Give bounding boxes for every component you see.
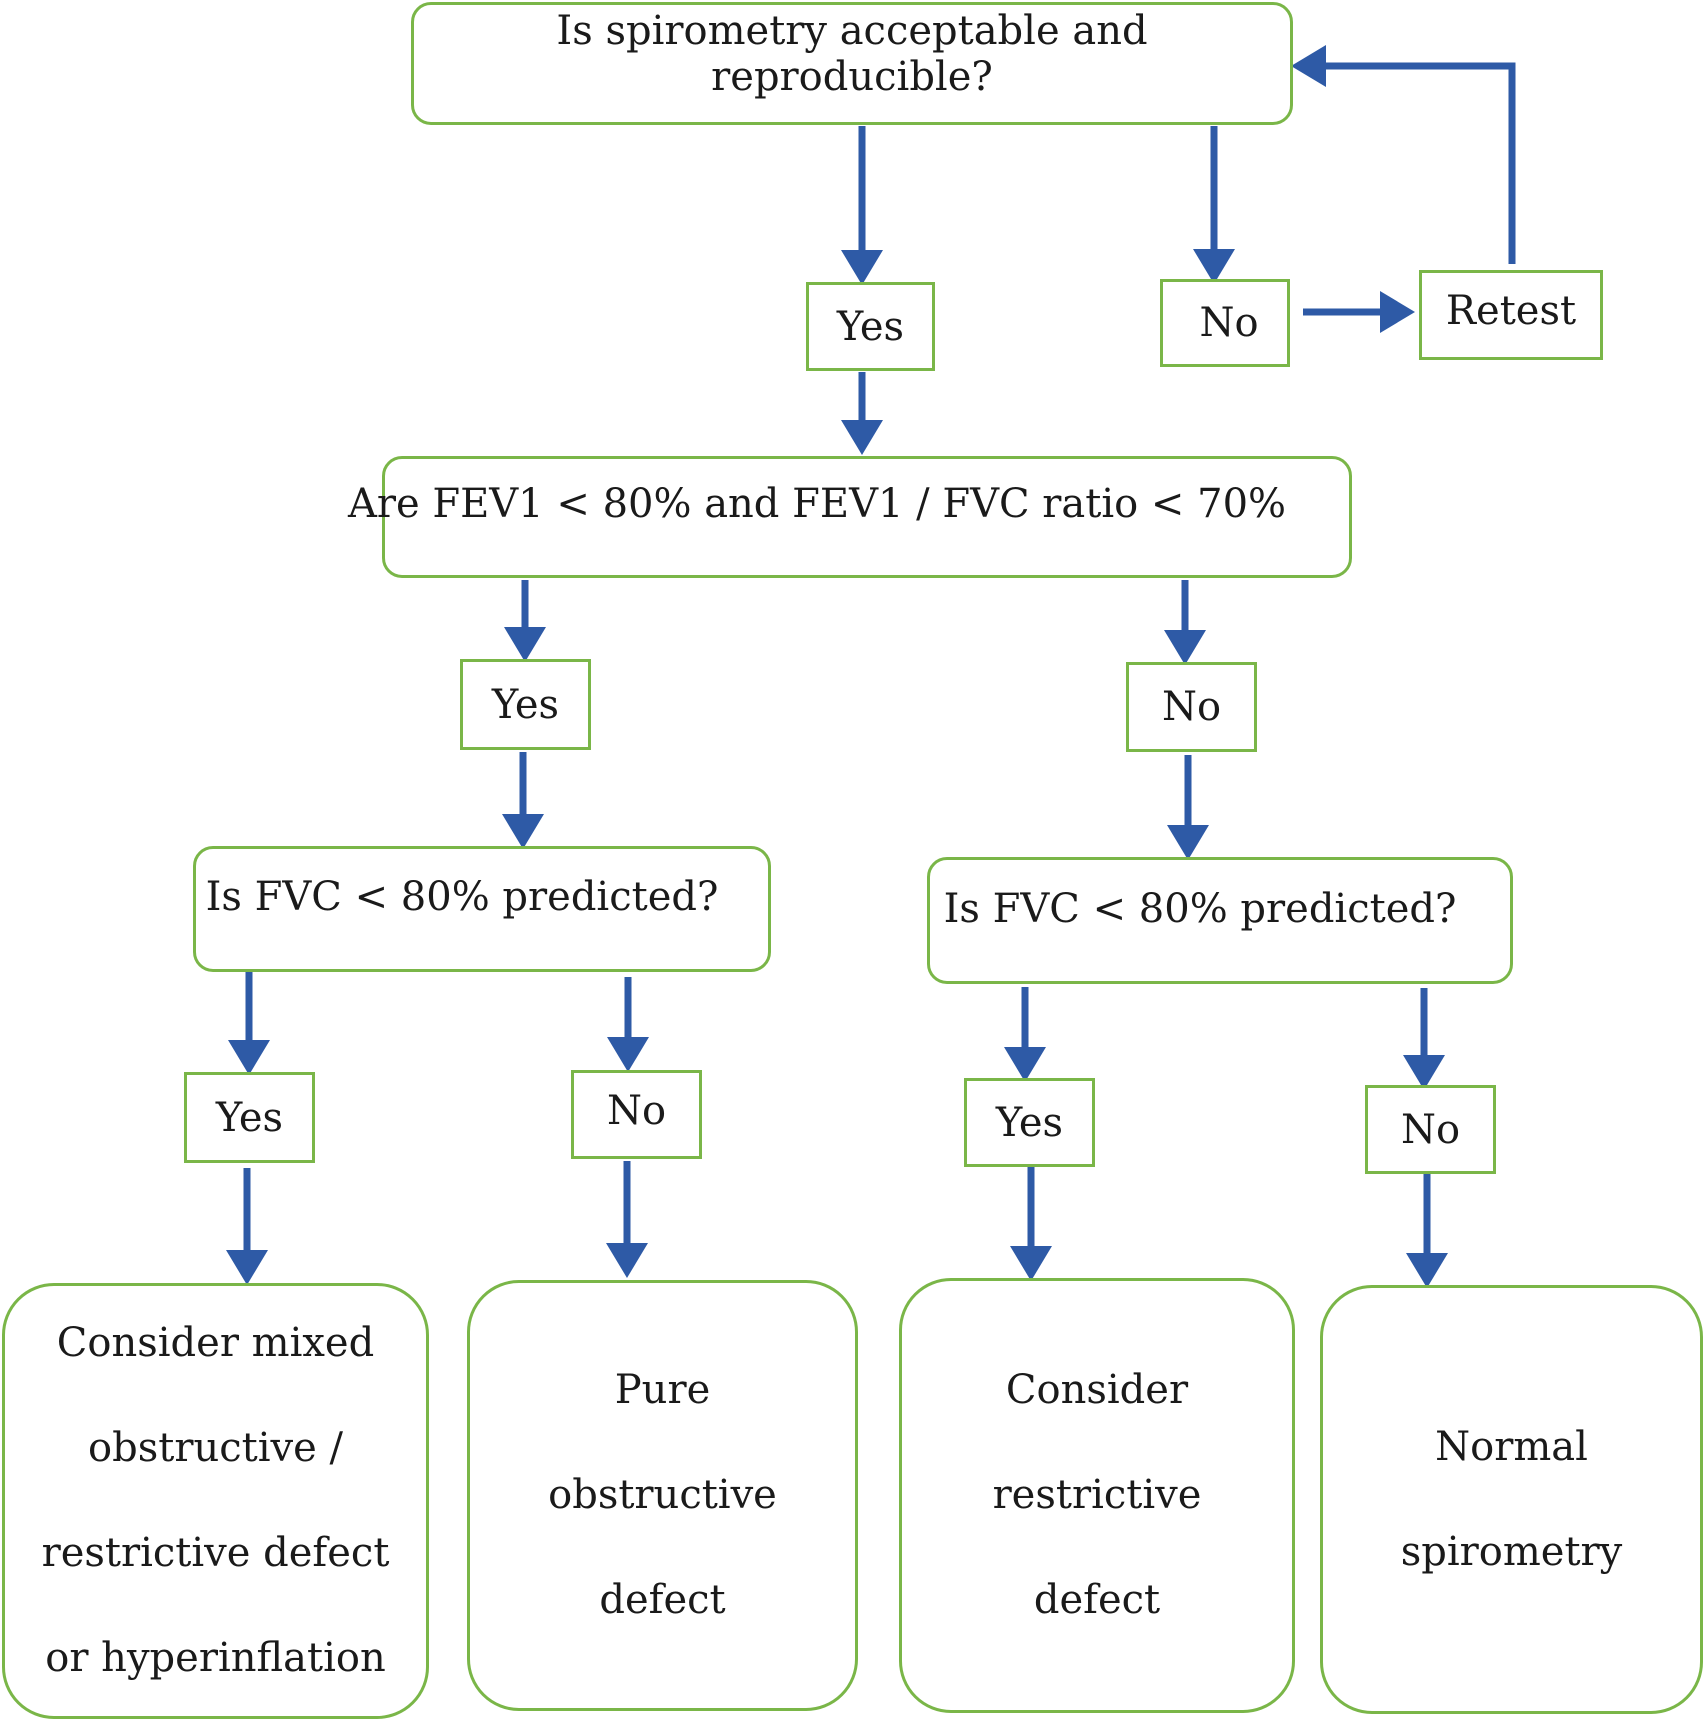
outcome-pure-line-2: obstructive (548, 1472, 777, 1518)
question-spirometry-acceptable-text: Is spirometry acceptable and reproducibl… (556, 7, 1148, 100)
label-q3l-no-text: No (606, 1087, 667, 1134)
question-fev1-ratio: Are FEV1 < 80% and FEV1 / FVC ratio < 70… (348, 456, 1352, 578)
label-q1-no-text: No (1199, 300, 1259, 346)
outcome-restrictive-line-3: defect (1033, 1577, 1161, 1623)
arrow-retest-to-q1 (1291, 45, 1516, 264)
label-q1-yes: Yes (806, 282, 935, 371)
label-q3l-yes: Yes (184, 1072, 315, 1163)
outcome-restrictive-line-2: restrictive (992, 1472, 1202, 1518)
label-q1-no: No (1160, 279, 1290, 367)
outcome-normal-line-1: Normal (1435, 1423, 1588, 1470)
outcome-normal-line-2: spirometry (1400, 1528, 1623, 1575)
question-spirometry-acceptable: Is spirometry acceptable and reproducibl… (411, 2, 1293, 125)
label-q2-no: No (1126, 662, 1257, 752)
label-q3l-yes-text: Yes (215, 1094, 284, 1141)
label-q1-yes-text: Yes (836, 303, 905, 350)
outcome-restrictive-line-1: Consider (1005, 1367, 1189, 1413)
outcome-mixed-line-2: obstructive / (88, 1425, 343, 1471)
outcome-mixed-line-1: Consider mixed (56, 1320, 375, 1366)
outcome-pure-line-3: defect (599, 1577, 726, 1623)
outcome-mixed-line-4: or hyperinflation (45, 1635, 386, 1681)
question-fvc-right: Is FVC < 80% predicted? (927, 857, 1513, 984)
label-q3r-yes-text: Yes (995, 1099, 1064, 1146)
label-q3r-no: No (1365, 1085, 1496, 1174)
retest-box: Retest (1419, 270, 1603, 360)
label-q3r-no-text: No (1400, 1106, 1461, 1153)
outcome-restrictive: Consider restrictive defect (899, 1278, 1295, 1713)
retest-text: Retest (1445, 288, 1577, 334)
question-fev1-ratio-text: Are FEV1 < 80% and FEV1 / FVC ratio < 70… (347, 481, 1287, 527)
outcome-pure-line-1: Pure (614, 1367, 711, 1413)
question-fvc-left-text: Is FVC < 80% predicted? (205, 874, 719, 920)
outcome-mixed-line-3: restrictive defect (41, 1530, 390, 1576)
question-fvc-right-text: Is FVC < 80% predicted? (943, 885, 1457, 932)
label-q3l-no: No (571, 1070, 702, 1159)
label-q3r-yes: Yes (964, 1078, 1095, 1167)
label-q2-no-text: No (1161, 684, 1222, 730)
label-q2-yes: Yes (460, 659, 591, 750)
outcome-mixed-defect: Consider mixed obstructive / restrictive… (2, 1283, 429, 1719)
question-fvc-left: Is FVC < 80% predicted? (193, 846, 771, 972)
outcome-normal: Normal spirometry (1320, 1285, 1703, 1714)
outcome-pure-obstructive: Pure obstructive defect (467, 1280, 858, 1711)
label-q2-yes-text: Yes (491, 681, 560, 728)
